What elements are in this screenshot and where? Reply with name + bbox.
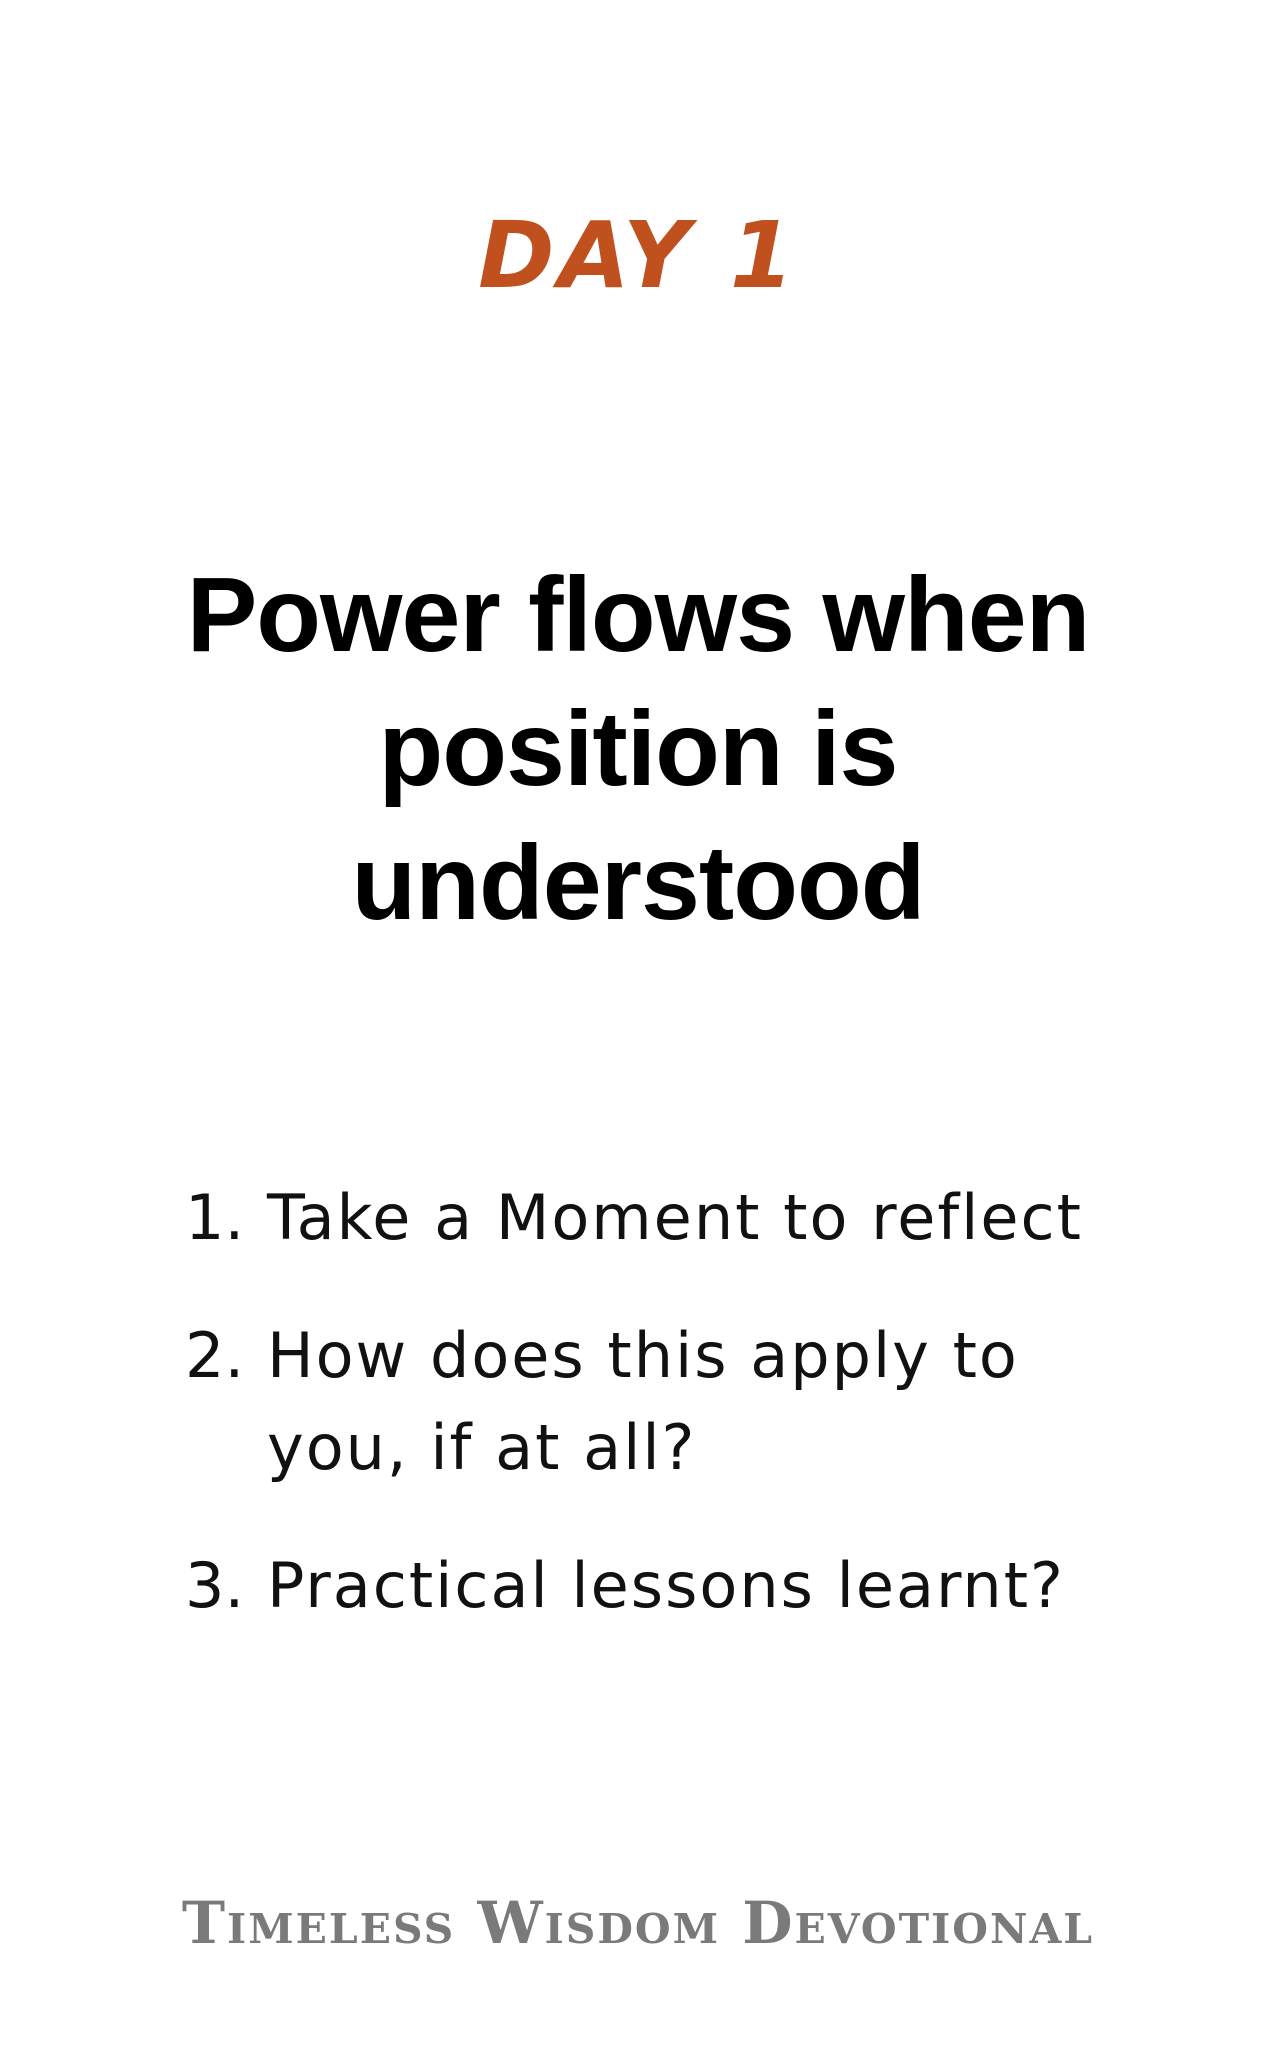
list-item: 1. Take a Moment to reflect xyxy=(185,1172,1125,1264)
list-item: 3. Practical lessons learnt? xyxy=(185,1540,1125,1632)
reflection-prompts-list: 1. Take a Moment to reflect 2. How does … xyxy=(185,1172,1125,1678)
title-line: Power flows when xyxy=(186,556,1091,674)
list-item-text: How does this apply to you, if at all? xyxy=(267,1319,1019,1484)
list-item-number: 1. xyxy=(185,1181,245,1254)
day-heading: DAY 1 xyxy=(478,202,798,309)
list-item-text: Practical lessons learnt? xyxy=(267,1549,1065,1622)
list-item-text: Take a Moment to reflect xyxy=(267,1181,1083,1254)
list-item-number: 3. xyxy=(185,1549,245,1622)
title-line: understood xyxy=(351,824,926,942)
list-item: 2. How does this apply to you, if at all… xyxy=(185,1310,1125,1494)
list-item-number: 2. xyxy=(185,1319,245,1392)
footer-brand: Timeless Wisdom Devotional xyxy=(181,1889,1095,1957)
main-title: Power flows when position is understood xyxy=(120,548,1156,950)
title-line: position is xyxy=(378,690,899,808)
